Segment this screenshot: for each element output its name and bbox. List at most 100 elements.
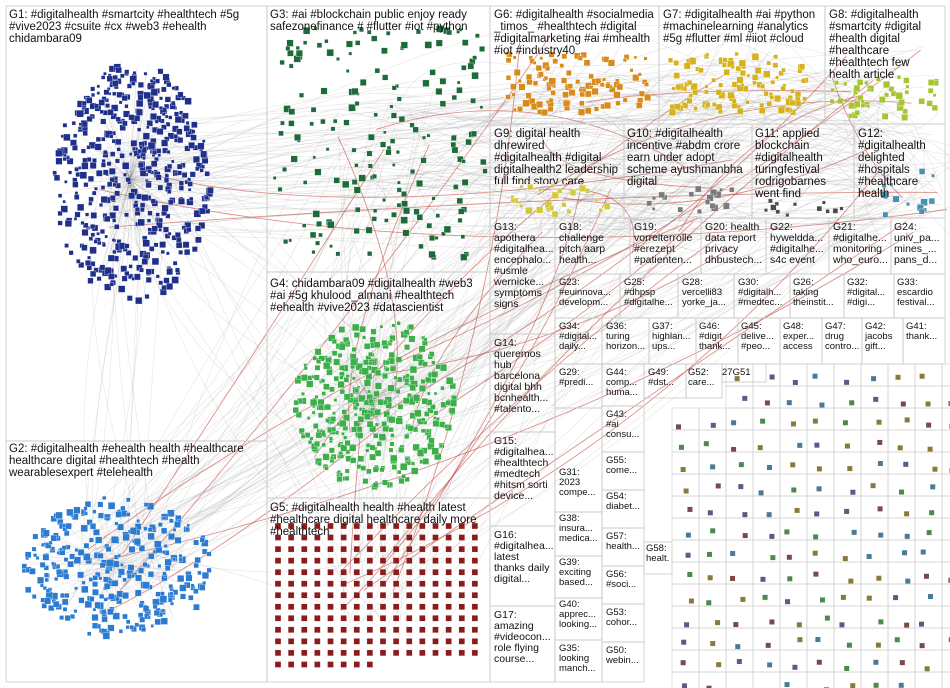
edge (587, 154, 893, 215)
edge (122, 107, 729, 587)
edge (96, 150, 707, 200)
group-box-g54 (601, 489, 645, 529)
edge (145, 435, 402, 547)
node (287, 580, 295, 587)
node (388, 351, 395, 359)
minor-group-box (887, 539, 916, 563)
node (526, 74, 533, 81)
node (550, 183, 555, 188)
edge (415, 178, 585, 235)
edge (162, 128, 406, 163)
node (274, 638, 282, 645)
node (61, 598, 69, 606)
node (287, 545, 295, 553)
edge (164, 71, 745, 125)
minor-group-box (671, 539, 700, 563)
minor-node (919, 643, 925, 649)
cluster-g6 (505, 51, 652, 116)
node (300, 374, 308, 382)
minor-group-box (806, 429, 835, 453)
edge (136, 192, 657, 573)
node (143, 526, 148, 531)
node (329, 244, 333, 248)
edge (371, 399, 399, 412)
edge (409, 221, 694, 432)
node (428, 351, 435, 357)
node (78, 126, 82, 130)
edge (676, 171, 868, 233)
minor-node (710, 528, 716, 534)
node (314, 365, 321, 371)
node (395, 150, 400, 155)
edge (362, 143, 427, 418)
edge (112, 78, 767, 204)
node (48, 605, 55, 612)
node (450, 399, 457, 407)
node (39, 562, 46, 568)
edge (129, 179, 179, 259)
edge (854, 127, 936, 193)
node (770, 79, 776, 85)
group-box-g50 (601, 641, 645, 683)
node (723, 69, 730, 76)
edge (371, 399, 385, 441)
node (339, 472, 343, 477)
node (460, 253, 468, 261)
node (171, 159, 175, 164)
node (406, 522, 413, 530)
node (373, 390, 380, 397)
edge (124, 173, 900, 199)
node (607, 59, 615, 67)
node (579, 100, 585, 106)
node (354, 163, 359, 168)
node (164, 96, 171, 103)
node (745, 100, 750, 105)
node (932, 93, 937, 97)
node (62, 607, 68, 612)
node (366, 534, 374, 541)
edge (129, 179, 192, 230)
node (172, 260, 178, 266)
node (419, 534, 426, 541)
node (365, 226, 373, 234)
edge (565, 73, 726, 207)
edge (332, 340, 373, 401)
node (351, 426, 358, 433)
node (75, 172, 81, 177)
node (391, 212, 397, 218)
node (759, 102, 765, 108)
edge (373, 50, 770, 435)
node (301, 626, 308, 633)
node (137, 162, 144, 169)
node (354, 388, 359, 393)
node (160, 249, 165, 254)
minor-node (873, 396, 879, 402)
edge (93, 187, 399, 394)
edge (111, 160, 378, 552)
minor-group-box (941, 583, 950, 607)
node (73, 217, 78, 221)
edge (91, 207, 898, 551)
node (188, 595, 194, 601)
node (420, 428, 426, 433)
node (141, 626, 147, 632)
node (381, 47, 388, 54)
node (158, 280, 164, 286)
node (174, 232, 181, 238)
node (146, 218, 151, 223)
node (931, 104, 938, 111)
node (371, 35, 378, 42)
edge (396, 112, 773, 395)
node (471, 638, 479, 645)
edge (335, 57, 699, 399)
edge (162, 93, 843, 209)
node (790, 88, 795, 94)
edge (371, 336, 385, 401)
node (327, 626, 334, 633)
node (390, 112, 397, 119)
node (59, 615, 64, 620)
node (90, 232, 96, 238)
node (512, 107, 517, 112)
node (366, 649, 374, 657)
node (373, 112, 378, 117)
